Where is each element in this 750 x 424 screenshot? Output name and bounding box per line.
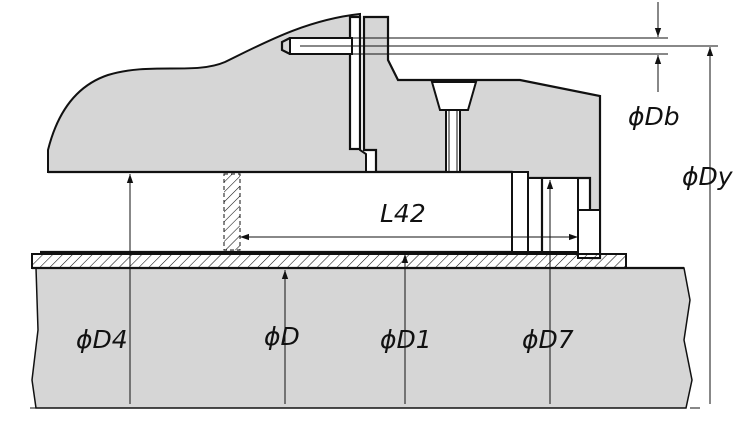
right-seal (577, 209, 601, 259)
ejector-pin (445, 109, 461, 173)
label-dy: ϕDy (682, 162, 734, 191)
label-d4: ϕD4 (76, 325, 128, 354)
sprue-plate (348, 15, 362, 151)
label-db: ϕDb (628, 102, 680, 131)
label-d7: ϕD7 (522, 325, 574, 354)
lower-base-body (31, 267, 693, 409)
hatched-plate (31, 253, 627, 269)
right-plate-inner (527, 177, 579, 253)
label-d: ϕD (264, 322, 300, 351)
upper-mold-body (47, 12, 367, 173)
hatched-insert (223, 173, 241, 251)
right-plate-outer (511, 171, 529, 253)
bushing-cavity (430, 81, 478, 111)
label-d1: ϕD1 (380, 325, 432, 354)
cavity (48, 172, 512, 252)
label-l42: L42 (380, 199, 426, 228)
